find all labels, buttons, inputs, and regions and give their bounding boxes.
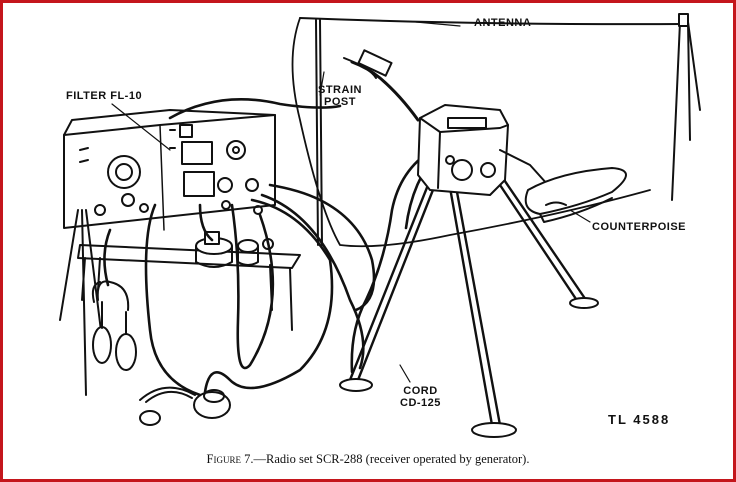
filter-fl10-unit — [195, 231, 274, 268]
receiver-box — [63, 109, 276, 231]
strain-post — [315, 19, 323, 246]
generator-seat — [524, 167, 627, 223]
strain-post-label-line1: STRAIN — [318, 84, 362, 96]
cord-label: CORD CD-125 — [400, 385, 441, 409]
receiver-tripod — [59, 209, 105, 396]
leader-lines — [111, 21, 591, 383]
cord-label-line1: CORD — [403, 385, 438, 397]
cord-label-line2: CD-125 — [400, 397, 441, 409]
tl-number-label: TL 4588 — [608, 412, 671, 427]
table — [77, 244, 301, 331]
headphones-ground — [139, 386, 231, 426]
caption-text: —Radio set SCR-288 (receiver operated by… — [253, 452, 530, 466]
generator-housing — [417, 104, 549, 196]
antenna-wire — [299, 17, 685, 26]
filter-label: FILTER FL-10 — [66, 90, 143, 102]
strain-post-label: STRAIN POST — [318, 84, 362, 108]
figure-caption: Figure 7.—Radio set SCR-288 (receiver op… — [0, 452, 736, 467]
strain-post-label-line2: POST — [324, 96, 356, 108]
crank-handle — [343, 49, 420, 122]
caption-figure-number: Figure 7. — [206, 452, 254, 466]
counterpoise-label: COUNTERPOISE — [592, 221, 687, 233]
antenna-mast — [671, 13, 701, 201]
antenna-label: ANTENNA — [474, 17, 532, 29]
generator-tripod — [339, 158, 599, 438]
headphones-hanging — [91, 280, 137, 371]
